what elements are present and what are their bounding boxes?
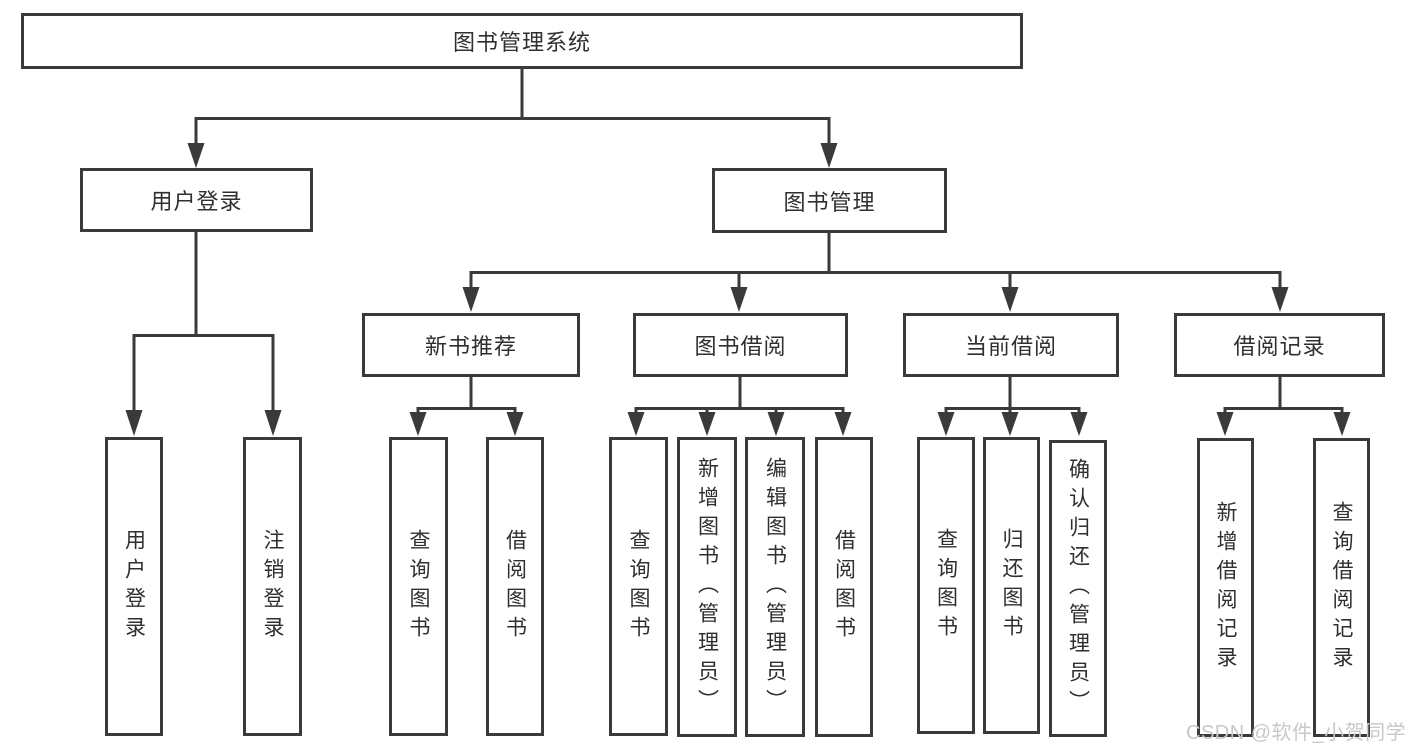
leaf-borrow-book-label: 借阅图书: [832, 529, 856, 645]
node-borrowing-records: 借阅记录: [1174, 313, 1385, 377]
leaf-query-book-borrowing-label: 查询图书: [627, 528, 650, 645]
node-new-book-recommendation: 新书推荐: [362, 313, 580, 377]
leaf-query-book-recommend: 查询图书: [389, 437, 448, 736]
node-root: 图书管理系统: [21, 13, 1023, 69]
leaf-logout-label: 注销登录: [261, 528, 284, 645]
leaf-add-borrow-record-label: 新增借阅记录: [1214, 500, 1237, 675]
leaf-borrow-book: 借阅图书: [815, 437, 873, 737]
leaf-confirm-return-admin-label: 确认归还（管理员）: [1066, 458, 1090, 719]
leaf-return-book: 归还图书: [983, 437, 1040, 734]
leaf-confirm-return-admin: 确认归还（管理员）: [1049, 440, 1107, 737]
leaf-add-book-admin: 新增图书（管理员）: [677, 437, 737, 737]
node-book-borrowing: 图书借阅: [633, 313, 848, 377]
leaf-query-book-borrowing: 查询图书: [609, 437, 668, 736]
leaf-return-book-label: 归还图书: [1000, 527, 1023, 644]
leaf-borrow-book-recommend: 借阅图书: [486, 437, 544, 736]
leaf-borrow-book-recommend-label: 借阅图书: [503, 528, 527, 645]
node-book-management-branch: 图书管理: [712, 168, 947, 233]
leaf-add-borrow-record: 新增借阅记录: [1197, 438, 1254, 737]
leaf-add-book-admin-label: 新增图书（管理员）: [695, 456, 719, 718]
node-user-login-branch: 用户登录: [80, 168, 313, 232]
node-current-borrowing: 当前借阅: [903, 313, 1119, 377]
leaf-query-book-current: 查询图书: [917, 437, 975, 734]
leaf-user-login: 用户登录: [105, 437, 163, 736]
leaf-user-login-label: 用户登录: [122, 528, 146, 645]
leaf-query-book-recommend-label: 查询图书: [407, 528, 430, 645]
leaf-query-book-current-label: 查询图书: [934, 527, 958, 644]
leaf-query-borrow-record-label: 查询借阅记录: [1330, 500, 1353, 675]
leaf-edit-book-admin-label: 编辑图书（管理员）: [763, 456, 787, 718]
csdn-watermark: CSDN @软件_小贺同学: [1186, 722, 1405, 744]
leaf-query-borrow-record: 查询借阅记录: [1313, 438, 1370, 737]
leaf-logout: 注销登录: [243, 437, 302, 736]
leaf-edit-book-admin: 编辑图书（管理员）: [745, 437, 805, 737]
